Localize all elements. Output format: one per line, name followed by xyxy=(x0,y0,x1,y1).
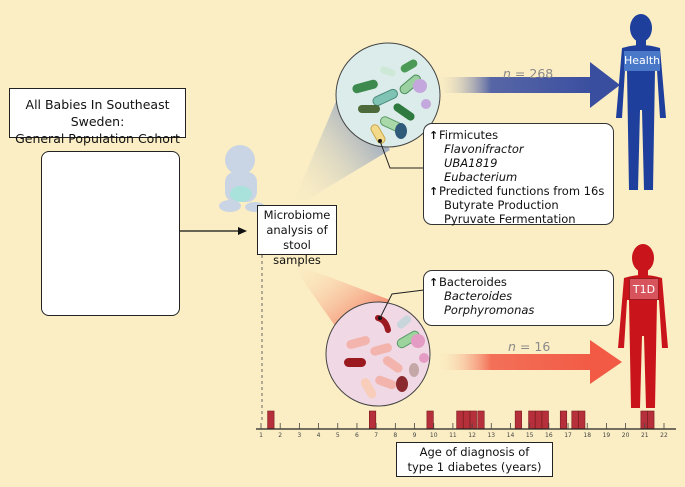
x-tick-label: 15 xyxy=(526,432,534,439)
diagnosis-bar xyxy=(426,410,434,430)
diagnosis-bar xyxy=(571,410,579,430)
x-tick-label: 13 xyxy=(487,432,495,439)
taxon-item: UBA1819 xyxy=(444,156,498,170)
t1d-n-label: n = 16 xyxy=(508,339,551,354)
diagnosis-bar xyxy=(647,410,655,430)
diagnosis-bar xyxy=(477,410,485,430)
healthy-callout-line xyxy=(379,140,424,169)
x-tick-label: 17 xyxy=(564,432,572,439)
diagnosis-bar xyxy=(514,410,522,430)
taxon-item: Flavonifractor xyxy=(444,142,524,156)
diagnosis-bar xyxy=(535,410,543,430)
healthy-arrow xyxy=(435,62,620,108)
microbiome-line3: stool samples xyxy=(273,238,321,267)
t1d-callout-line xyxy=(379,289,425,319)
x-tick-label: 7 xyxy=(374,432,378,439)
diagnosis-bar xyxy=(369,410,377,430)
taxon-item: Eubacterium xyxy=(444,170,518,184)
cohort-title-box: All Babies In Southeast Sweden: General … xyxy=(9,88,186,146)
t1d-microbiome-circle xyxy=(325,301,431,407)
x-tick-label: 3 xyxy=(297,432,301,439)
x-tick-label: 8 xyxy=(393,432,397,439)
up-arrow-icon: ↑ xyxy=(429,185,439,198)
healthy-microbiome-circle xyxy=(335,42,441,148)
x-tick-label: 19 xyxy=(603,432,611,439)
up-arrow-icon: ↑ xyxy=(429,276,439,289)
function-item: Pyruvate Fermentation xyxy=(444,212,576,226)
microbiome-line1: Microbiome xyxy=(263,208,331,222)
t1d-arrow xyxy=(435,340,622,384)
axis-title-line2: type 1 diabetes (years) xyxy=(407,460,542,474)
cohort-title-line1: All Babies In Southeast Sweden: xyxy=(25,97,170,129)
x-tick-label: 14 xyxy=(507,432,515,439)
x-tick-label: 9 xyxy=(413,432,417,439)
diagnosis-bar xyxy=(469,410,477,430)
function-item: Butyrate Production xyxy=(444,198,559,212)
up-arrow-icon: ↑ xyxy=(429,129,439,142)
diagnosis-bar xyxy=(463,410,471,430)
axis-title-line1: Age of diagnosis of xyxy=(419,445,530,459)
diagnosis-bar xyxy=(578,410,586,430)
baby-illustration xyxy=(219,145,265,212)
x-tick-label: 1 xyxy=(259,432,263,439)
t1d-findings-box: ↑ Bacteroides Bacteroides Porphyromonas xyxy=(423,270,614,326)
health-label: Health xyxy=(624,51,660,71)
healthy-findings-box: ↑ Firmicutes Flavonifractor UBA1819 Euba… xyxy=(423,123,614,226)
taxon-item: Porphyromonas xyxy=(444,303,535,317)
bacteroides-header: ↑ Bacteroides xyxy=(429,275,507,289)
x-tick-label: 4 xyxy=(317,432,321,439)
x-tick-label: 6 xyxy=(355,432,359,439)
healthy-n-label: n = 268 xyxy=(503,66,554,81)
predicted-functions-header: ↑ Predicted functions from 16s xyxy=(429,184,605,198)
diagnosis-bar xyxy=(640,410,648,430)
microbiome-analysis-box: Microbiome analysis of stool samples xyxy=(257,205,337,267)
x-tick-label: 5 xyxy=(336,432,340,439)
x-tick-label: 16 xyxy=(545,432,553,439)
firmicutes-header: ↑ Firmicutes xyxy=(429,128,499,142)
people-box xyxy=(41,151,180,316)
t1d-label: T1D xyxy=(629,278,659,300)
x-tick-label: 12 xyxy=(468,432,476,439)
healthy-person-figure xyxy=(616,14,666,190)
x-tick-label: 11 xyxy=(449,432,457,439)
x-tick-label: 22 xyxy=(660,432,668,439)
microbiome-line2: analysis of xyxy=(266,223,328,237)
taxon-item: Bacteroides xyxy=(444,289,513,303)
cohort-title-line2: General Population Cohort xyxy=(15,131,180,146)
x-tick-label: 10 xyxy=(430,432,438,439)
x-tick-label: 2 xyxy=(278,432,282,439)
x-tick-label: 18 xyxy=(583,432,591,439)
diagnosis-bar xyxy=(456,410,464,430)
diagnosis-bar xyxy=(559,410,568,430)
diagnosis-bar xyxy=(267,410,275,430)
axis-title-box: Age of diagnosis of type 1 diabetes (yea… xyxy=(396,442,553,477)
x-tick-label: 20 xyxy=(622,432,630,439)
x-tick-label: 21 xyxy=(641,432,649,439)
diagnosis-bar xyxy=(541,410,549,430)
t1d-person-figure xyxy=(618,244,668,408)
